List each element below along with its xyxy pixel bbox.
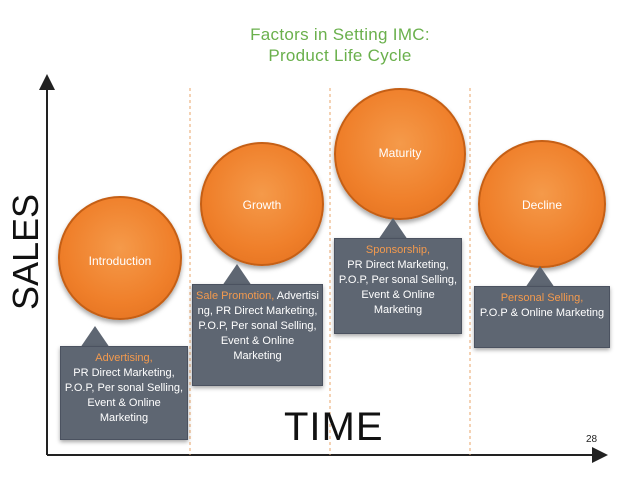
callout-introduction-highlight: Advertising, <box>95 352 153 364</box>
y-axis-label: SALES <box>5 193 46 310</box>
stage-introduction-circle: Introduction <box>58 196 182 320</box>
callout-growth: Sale Promotion, Advertisi ng, PR Direct … <box>192 284 323 386</box>
callout-maturity-body: PR Direct Marketing, P.O.P, Per sonal Se… <box>338 259 458 316</box>
callout-decline-body: P.O.P & Online Marketing <box>479 307 605 319</box>
callout-growth-highlight: Sale Promotion, <box>196 290 275 302</box>
stage-maturity-circle: Maturity <box>334 88 466 220</box>
callout-growth-pointer <box>222 264 252 286</box>
callout-introduction-pointer <box>80 326 110 348</box>
callout-maturity: Sponsorship, PR Direct Marketing, P.O.P,… <box>334 238 462 334</box>
stage-maturity-label: Maturity <box>378 146 422 160</box>
slide-title: Factors in Setting IMC: Product Life Cyc… <box>160 24 520 66</box>
x-axis-label: TIME <box>284 405 384 449</box>
title-line-2: Product Life Cycle <box>268 46 412 65</box>
stage-decline-label: Decline <box>521 198 563 212</box>
callout-decline: Personal Selling, P.O.P & Online Marketi… <box>474 286 610 348</box>
callout-maturity-pointer <box>378 218 408 240</box>
stage-growth-label: Growth <box>242 198 282 212</box>
callout-introduction: Advertising, PR Direct Marketing, P.O.P,… <box>60 346 188 440</box>
stage-growth-circle: Growth <box>200 142 324 266</box>
stage-decline-circle: Decline <box>478 140 606 268</box>
title-line-1: Factors in Setting IMC: <box>250 25 430 44</box>
callout-maturity-highlight: Sponsorship, <box>365 244 431 256</box>
page-number: 28 <box>586 434 598 445</box>
callout-growth-body: Advertisi ng, PR Direct Marketing, P.O.P… <box>197 290 319 362</box>
stage-introduction-label: Introduction <box>88 254 152 268</box>
callout-introduction-body: PR Direct Marketing, P.O.P, Per sonal Se… <box>64 367 184 424</box>
callout-decline-pointer <box>525 266 555 288</box>
callout-decline-highlight: Personal Selling, <box>500 292 584 304</box>
